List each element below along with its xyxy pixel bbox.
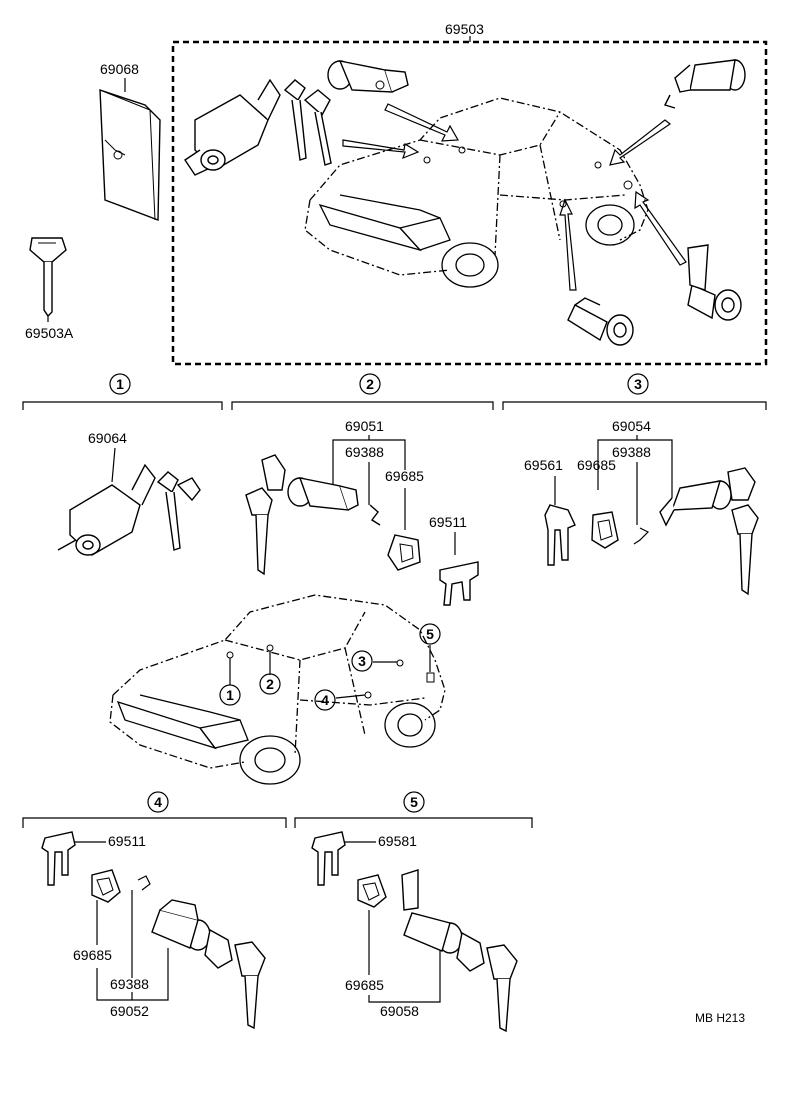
section-number: 5 (410, 794, 418, 810)
pad-icon (591, 511, 619, 549)
door-cylinder-rh-part-number: 69054 (612, 418, 651, 434)
back-door-cylinder-part-number: 69058 (380, 1003, 419, 1019)
retainer-clip-icon (439, 561, 479, 606)
callout-2: 2 (259, 673, 281, 695)
door-lock-cylinder-icon (151, 899, 266, 1030)
arrow-icon (342, 139, 420, 160)
door-cylinder-lh-part-number: 69051 (345, 418, 384, 434)
clip-c-part-number: 69511 (108, 833, 146, 849)
ignition-cylinder-part-number: 69064 (88, 430, 127, 446)
back-door-lock-cylinder-icon (567, 297, 634, 346)
diagram-code: MB H213 (695, 1011, 745, 1025)
section-4-header: 4 (22, 791, 287, 828)
retainer-clip-icon (544, 504, 576, 566)
section-number: 2 (366, 376, 374, 392)
retainer-b-part-number: 69388 (612, 444, 651, 460)
callout-number: 3 (358, 653, 366, 669)
door-lock-cylinder-icon (245, 454, 381, 576)
callout-4: 4 (314, 689, 336, 711)
retainer-clip-a-part-number: 69511 (429, 514, 467, 530)
key-case-icon (99, 89, 161, 222)
door-lock-cylinder-icon (664, 59, 746, 109)
car-illustration-top (304, 97, 649, 288)
retainer-a-part-number: 69388 (345, 444, 384, 460)
callout-number: 1 (226, 687, 234, 703)
retainer-clip-icon (41, 831, 76, 886)
pad-icon (91, 869, 121, 903)
section-5-header: 5 (294, 791, 533, 828)
master-key-part-number: 69503A (25, 325, 74, 341)
callout-5: 5 (419, 623, 441, 645)
pad-icon (387, 534, 421, 571)
retainer-clip-icon (311, 831, 346, 886)
callout-number: 5 (426, 626, 434, 642)
section-number: 4 (154, 794, 162, 810)
clip-b-part-number: 69561 (524, 457, 563, 473)
retainer-icon (137, 875, 151, 891)
kit-set-part-number: 69503 (445, 21, 484, 37)
key-icon (29, 237, 67, 318)
key-case-part-number: 69068 (100, 61, 139, 77)
back-door-lock-cylinder-icon (687, 244, 742, 321)
pad-a-part-number: 69685 (385, 468, 424, 484)
ignition-cylinder-icon (57, 463, 201, 556)
arrow-icon (559, 198, 577, 291)
retainer-icon (633, 527, 650, 545)
arrow-icon (634, 190, 687, 266)
door-lock-cylinder-icon (327, 60, 409, 93)
retainer-c-part-number: 69388 (110, 976, 149, 992)
clip-d-part-number: 69581 (378, 833, 417, 849)
kit-set-section: 69503 (171, 21, 768, 366)
pad-c-part-number: 69685 (73, 947, 112, 963)
section-1-header: 1 (22, 373, 223, 410)
door-lock-cylinder-icon (659, 467, 759, 596)
pad-icon (357, 874, 387, 908)
kit-set-boundary (171, 40, 768, 366)
callout-number: 4 (321, 692, 329, 708)
section-3-header: 3 (502, 373, 767, 410)
callout-number: 2 (266, 676, 274, 692)
callout-1: 1 (219, 684, 241, 706)
ignition-cylinder-icon (184, 78, 332, 176)
rear-door-cylinder-part-number: 69052 (110, 1003, 149, 1019)
pad-d-part-number: 69685 (345, 977, 384, 993)
car-illustration-center (109, 594, 446, 785)
section-number: 1 (116, 376, 124, 392)
callout-3: 3 (351, 650, 373, 672)
section-number: 3 (634, 376, 642, 392)
back-door-lock-cylinder-icon (401, 869, 518, 1033)
section-2-header: 2 (231, 373, 494, 410)
arrow-icon (384, 103, 459, 142)
arrow-icon (609, 119, 672, 166)
pad-b-part-number: 69685 (577, 457, 616, 473)
